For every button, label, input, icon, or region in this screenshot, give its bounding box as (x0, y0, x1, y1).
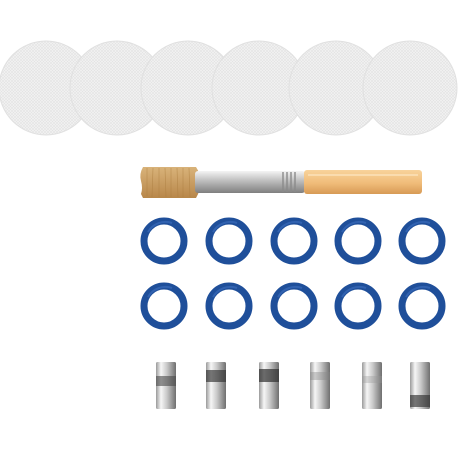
o-rings (140, 217, 446, 330)
metal-clip (206, 362, 226, 409)
bristle-strands (146, 167, 191, 198)
o-ring (398, 217, 446, 265)
brush-bristles (140, 167, 200, 198)
cleaning-brush (140, 167, 422, 198)
o-ring (140, 282, 188, 330)
o-ring (398, 282, 446, 330)
ferrule-crimps (282, 172, 296, 192)
o-ring (270, 217, 318, 265)
o-ring (270, 282, 318, 330)
o-ring (205, 217, 253, 265)
brush-handle (304, 170, 422, 194)
o-ring (205, 282, 253, 330)
o-ring-highlights (147, 220, 431, 298)
brush-ferrule (195, 171, 305, 193)
mesh-screens (0, 40, 458, 136)
o-ring (334, 282, 382, 330)
mesh-screen (362, 40, 458, 136)
metal-clip (410, 362, 430, 409)
metal-clip (310, 362, 330, 409)
o-ring (334, 217, 382, 265)
metal-clip (156, 362, 176, 409)
metal-clip (259, 362, 279, 409)
metal-clip (362, 362, 382, 409)
o-ring (140, 217, 188, 265)
metal-clips (156, 362, 430, 409)
